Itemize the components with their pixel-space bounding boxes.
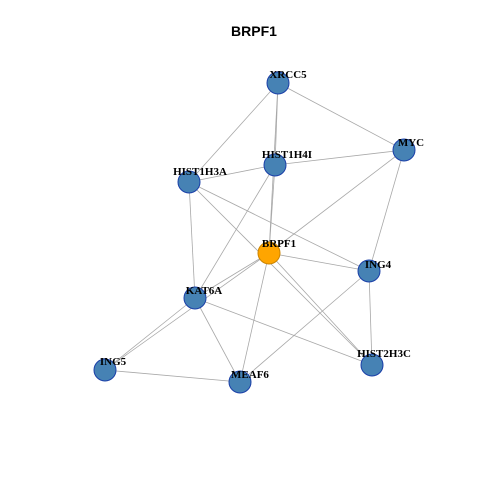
node-label-kat6a: KAT6A bbox=[186, 285, 223, 297]
edge-xrcc5-myc bbox=[277, 82, 405, 151]
node-label-ing4: ING4 bbox=[365, 259, 392, 271]
edge-hist1h3a-kat6a bbox=[188, 181, 196, 299]
node-brpf1[interactable] bbox=[257, 241, 281, 265]
edge-kat6a-hist2h3c bbox=[194, 297, 373, 366]
node-hist2h3c[interactable] bbox=[360, 353, 384, 377]
edge-hist1h3a-hist2h3c bbox=[188, 181, 373, 366]
edge-hist1h3a-ing4 bbox=[188, 181, 370, 272]
edge-myc-ing4 bbox=[368, 149, 405, 272]
node-label-hist2h3c: HIST2H3C bbox=[357, 348, 411, 360]
node-label-hist1h4i: HIST1H4I bbox=[262, 149, 312, 161]
edge-ing4-hist2h3c bbox=[368, 270, 373, 366]
edge-hist1h3a-hist1h4i bbox=[188, 164, 276, 183]
node-label-meaf6: MEAF6 bbox=[231, 369, 269, 381]
node-myc[interactable] bbox=[392, 138, 416, 162]
node-ing4[interactable] bbox=[357, 259, 381, 283]
node-label-xrcc5: XRCC5 bbox=[269, 69, 307, 81]
node-label-hist1h3a: HIST1H3A bbox=[173, 166, 227, 178]
edge-myc-brpf1 bbox=[268, 149, 405, 254]
edge-myc-hist1h4i bbox=[274, 149, 405, 166]
edge-hist1h4i-brpf1 bbox=[268, 164, 276, 254]
node-hist1h4i[interactable] bbox=[263, 153, 287, 177]
edge-ing4-meaf6 bbox=[239, 270, 370, 383]
edge-brpf1-meaf6 bbox=[239, 252, 270, 383]
edge-brpf1-ing4 bbox=[268, 252, 370, 272]
edge-hist1h4i-kat6a bbox=[194, 164, 276, 299]
edge-brpf1-kat6a bbox=[194, 252, 270, 299]
node-kat6a[interactable] bbox=[183, 286, 207, 310]
node-ing5[interactable] bbox=[93, 358, 117, 382]
edge-layer bbox=[104, 82, 405, 383]
node-label-myc: MYC bbox=[398, 137, 424, 149]
edge-brpf1-ing5 bbox=[104, 252, 270, 371]
edge-xrcc5-hist1h3a bbox=[188, 82, 279, 183]
edge-kat6a-ing5 bbox=[104, 297, 196, 371]
node-label-brpf1: BRPF1 bbox=[262, 238, 296, 250]
graph-title: BRPF1 bbox=[231, 23, 277, 39]
node-layer bbox=[93, 71, 416, 394]
node-meaf6[interactable] bbox=[228, 370, 252, 394]
edge-ing5-meaf6 bbox=[104, 369, 241, 383]
edge-brpf1-hist2h3c bbox=[268, 252, 373, 366]
node-label-ing5: ING5 bbox=[100, 356, 127, 368]
edge-kat6a-meaf6 bbox=[194, 297, 241, 383]
node-hist1h3a[interactable] bbox=[177, 170, 201, 194]
node-xrcc5[interactable] bbox=[266, 71, 290, 95]
